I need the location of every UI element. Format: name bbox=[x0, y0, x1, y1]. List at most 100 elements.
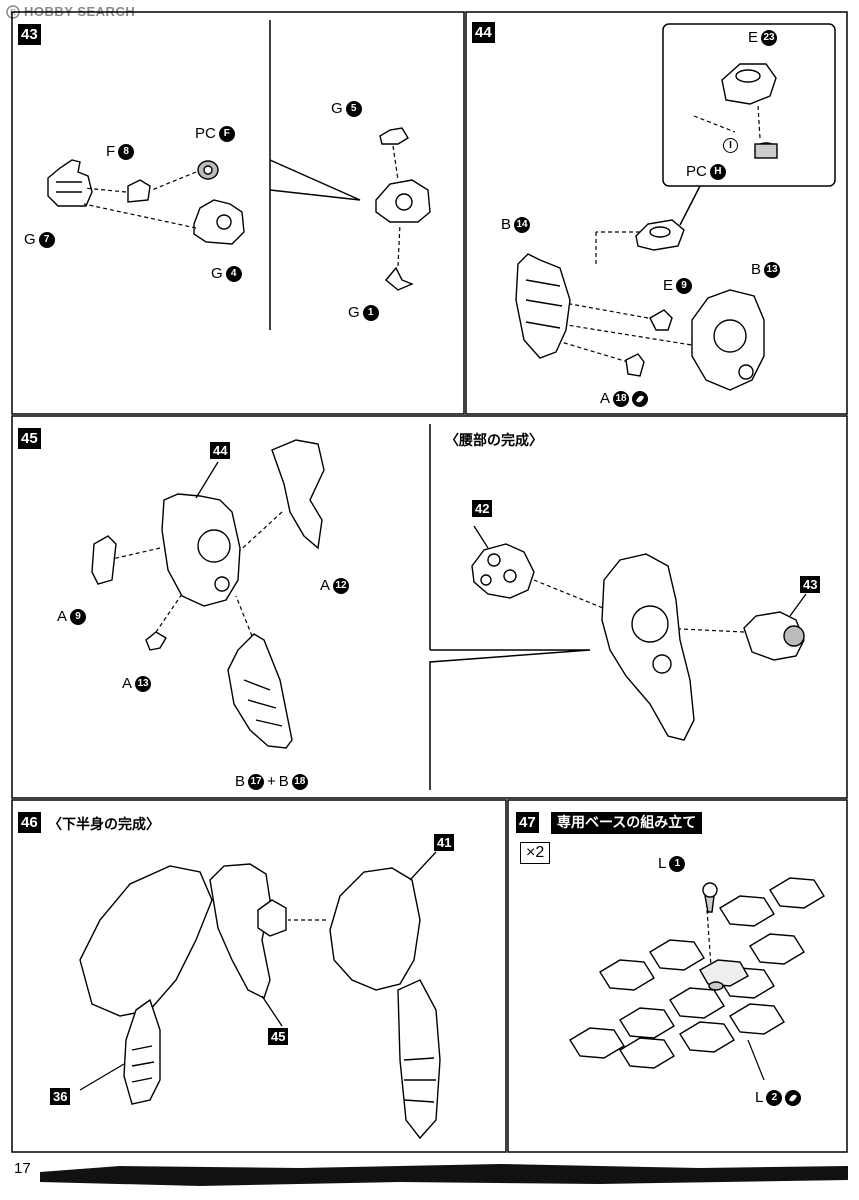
label-b13: B 13 bbox=[751, 261, 781, 278]
part-number-badge: 8 bbox=[118, 144, 135, 160]
step-47-number: 47 bbox=[516, 812, 539, 833]
part-f8 bbox=[127, 179, 151, 203]
label-l1: L 1 bbox=[658, 855, 686, 872]
part-number-badge: 14 bbox=[514, 217, 531, 233]
label-g7: G 7 bbox=[24, 232, 55, 248]
part-36 bbox=[123, 998, 161, 1105]
part-43-assembly bbox=[743, 611, 805, 661]
part-number-badge: 13 bbox=[764, 262, 781, 278]
part-number-badge: 5 bbox=[345, 101, 362, 117]
part-number-badge: 23 bbox=[761, 30, 778, 46]
label-b14: B 14 bbox=[501, 216, 531, 233]
ref-41: 41 bbox=[434, 834, 455, 851]
part-leg-left bbox=[79, 865, 213, 1017]
part-waist-assembly bbox=[601, 553, 695, 741]
label-text: G bbox=[211, 265, 223, 282]
label-text: E bbox=[663, 277, 674, 294]
plating-part-icon bbox=[632, 391, 649, 407]
panel-44-frame bbox=[465, 11, 848, 415]
label-text: B bbox=[751, 261, 762, 278]
part-number-badge: 9 bbox=[676, 278, 693, 294]
part-number-badge: H bbox=[709, 164, 726, 180]
label-text: A bbox=[57, 608, 68, 625]
part-number-badge: 17 bbox=[248, 774, 265, 790]
part-e23 bbox=[721, 63, 777, 105]
page-number: 17 bbox=[14, 1160, 31, 1177]
part-number-badge: I bbox=[723, 138, 738, 153]
part-b17-b18 bbox=[227, 633, 293, 749]
part-a9 bbox=[91, 535, 117, 585]
part-number-badge: 4 bbox=[225, 266, 242, 282]
step-43-number: 43 bbox=[18, 24, 41, 45]
label-text: G bbox=[348, 304, 360, 321]
part-a13 bbox=[145, 631, 167, 651]
label-text: A bbox=[122, 675, 133, 692]
label-f8: F 8 bbox=[106, 143, 135, 160]
plus-sign: + bbox=[267, 773, 276, 790]
label-text: F bbox=[106, 143, 116, 160]
label-e23: E 23 bbox=[748, 29, 778, 46]
label-b17-b18: B 17 + B 18 bbox=[235, 774, 308, 790]
part-number-badge: 12 bbox=[333, 578, 350, 594]
part-number-badge: 2 bbox=[766, 1090, 783, 1106]
ref-36: 36 bbox=[50, 1088, 71, 1105]
part-number-badge: 1 bbox=[362, 305, 379, 321]
base-assembly-title: 専用ベースの組み立て bbox=[551, 812, 703, 834]
part-g7 bbox=[47, 159, 93, 207]
part-number-badge: 18 bbox=[613, 391, 630, 407]
part-number-badge: 9 bbox=[70, 609, 87, 625]
part-number-badge: 18 bbox=[291, 774, 308, 790]
part-g1 bbox=[385, 266, 414, 291]
label-text: E bbox=[748, 29, 759, 46]
footer-brush-bar bbox=[40, 1164, 848, 1186]
label-l2: L 2 bbox=[755, 1089, 802, 1106]
part-42-assembly bbox=[471, 543, 535, 599]
ref-42: 42 bbox=[472, 500, 493, 517]
label-text: PC bbox=[686, 163, 707, 180]
ref-43: 43 bbox=[800, 576, 821, 593]
part-number-badge: 13 bbox=[135, 676, 152, 692]
label-g4: G 4 bbox=[211, 266, 242, 282]
panel-47-frame bbox=[507, 799, 848, 1153]
label-a18: A 18 bbox=[600, 390, 649, 407]
multiplier-badge: ×2 bbox=[520, 842, 551, 864]
label-a13: A 13 bbox=[122, 675, 152, 692]
label-pc-f: PC F bbox=[195, 126, 235, 142]
waist-completion-title: 〈腰部の完成〉 bbox=[445, 433, 543, 449]
label-text: G bbox=[331, 100, 343, 117]
label-text: B bbox=[235, 773, 246, 790]
label-pc-h: PC H bbox=[686, 164, 726, 180]
label-a12: A 12 bbox=[320, 577, 350, 594]
part-a12 bbox=[271, 439, 325, 550]
label-text: L bbox=[658, 855, 667, 872]
label-text: B bbox=[278, 773, 289, 790]
panel-46-frame bbox=[11, 799, 507, 1153]
label-i: I bbox=[723, 138, 738, 153]
hex-base-drawing bbox=[569, 877, 825, 1069]
label-text: L bbox=[755, 1089, 764, 1106]
label-text: PC bbox=[195, 125, 216, 142]
part-number-badge: 7 bbox=[38, 232, 55, 248]
ref-45: 45 bbox=[268, 1028, 289, 1045]
label-a9: A 9 bbox=[57, 608, 87, 625]
part-number-badge: 1 bbox=[669, 856, 686, 872]
label-text: G bbox=[24, 231, 36, 248]
label-text: B bbox=[501, 216, 512, 233]
plating-part-icon bbox=[785, 1090, 802, 1106]
step-46-number: 46 bbox=[18, 812, 41, 833]
ref-44: 44 bbox=[210, 442, 231, 459]
step-45-number: 45 bbox=[18, 428, 41, 449]
part-45-assembly bbox=[209, 863, 271, 999]
panel-45-frame bbox=[11, 415, 848, 799]
label-g1: G 1 bbox=[348, 305, 379, 321]
part-e9 bbox=[649, 309, 673, 331]
label-text: A bbox=[320, 577, 331, 594]
part-number-badge: F bbox=[218, 126, 235, 142]
lower-body-completion-title: 〈下半身の完成〉 bbox=[48, 817, 160, 833]
label-text: A bbox=[600, 390, 611, 407]
step-44-number: 44 bbox=[472, 22, 495, 43]
part-41-assembly bbox=[329, 867, 421, 991]
panel-43-frame bbox=[11, 11, 465, 415]
part-g5 bbox=[379, 127, 409, 145]
